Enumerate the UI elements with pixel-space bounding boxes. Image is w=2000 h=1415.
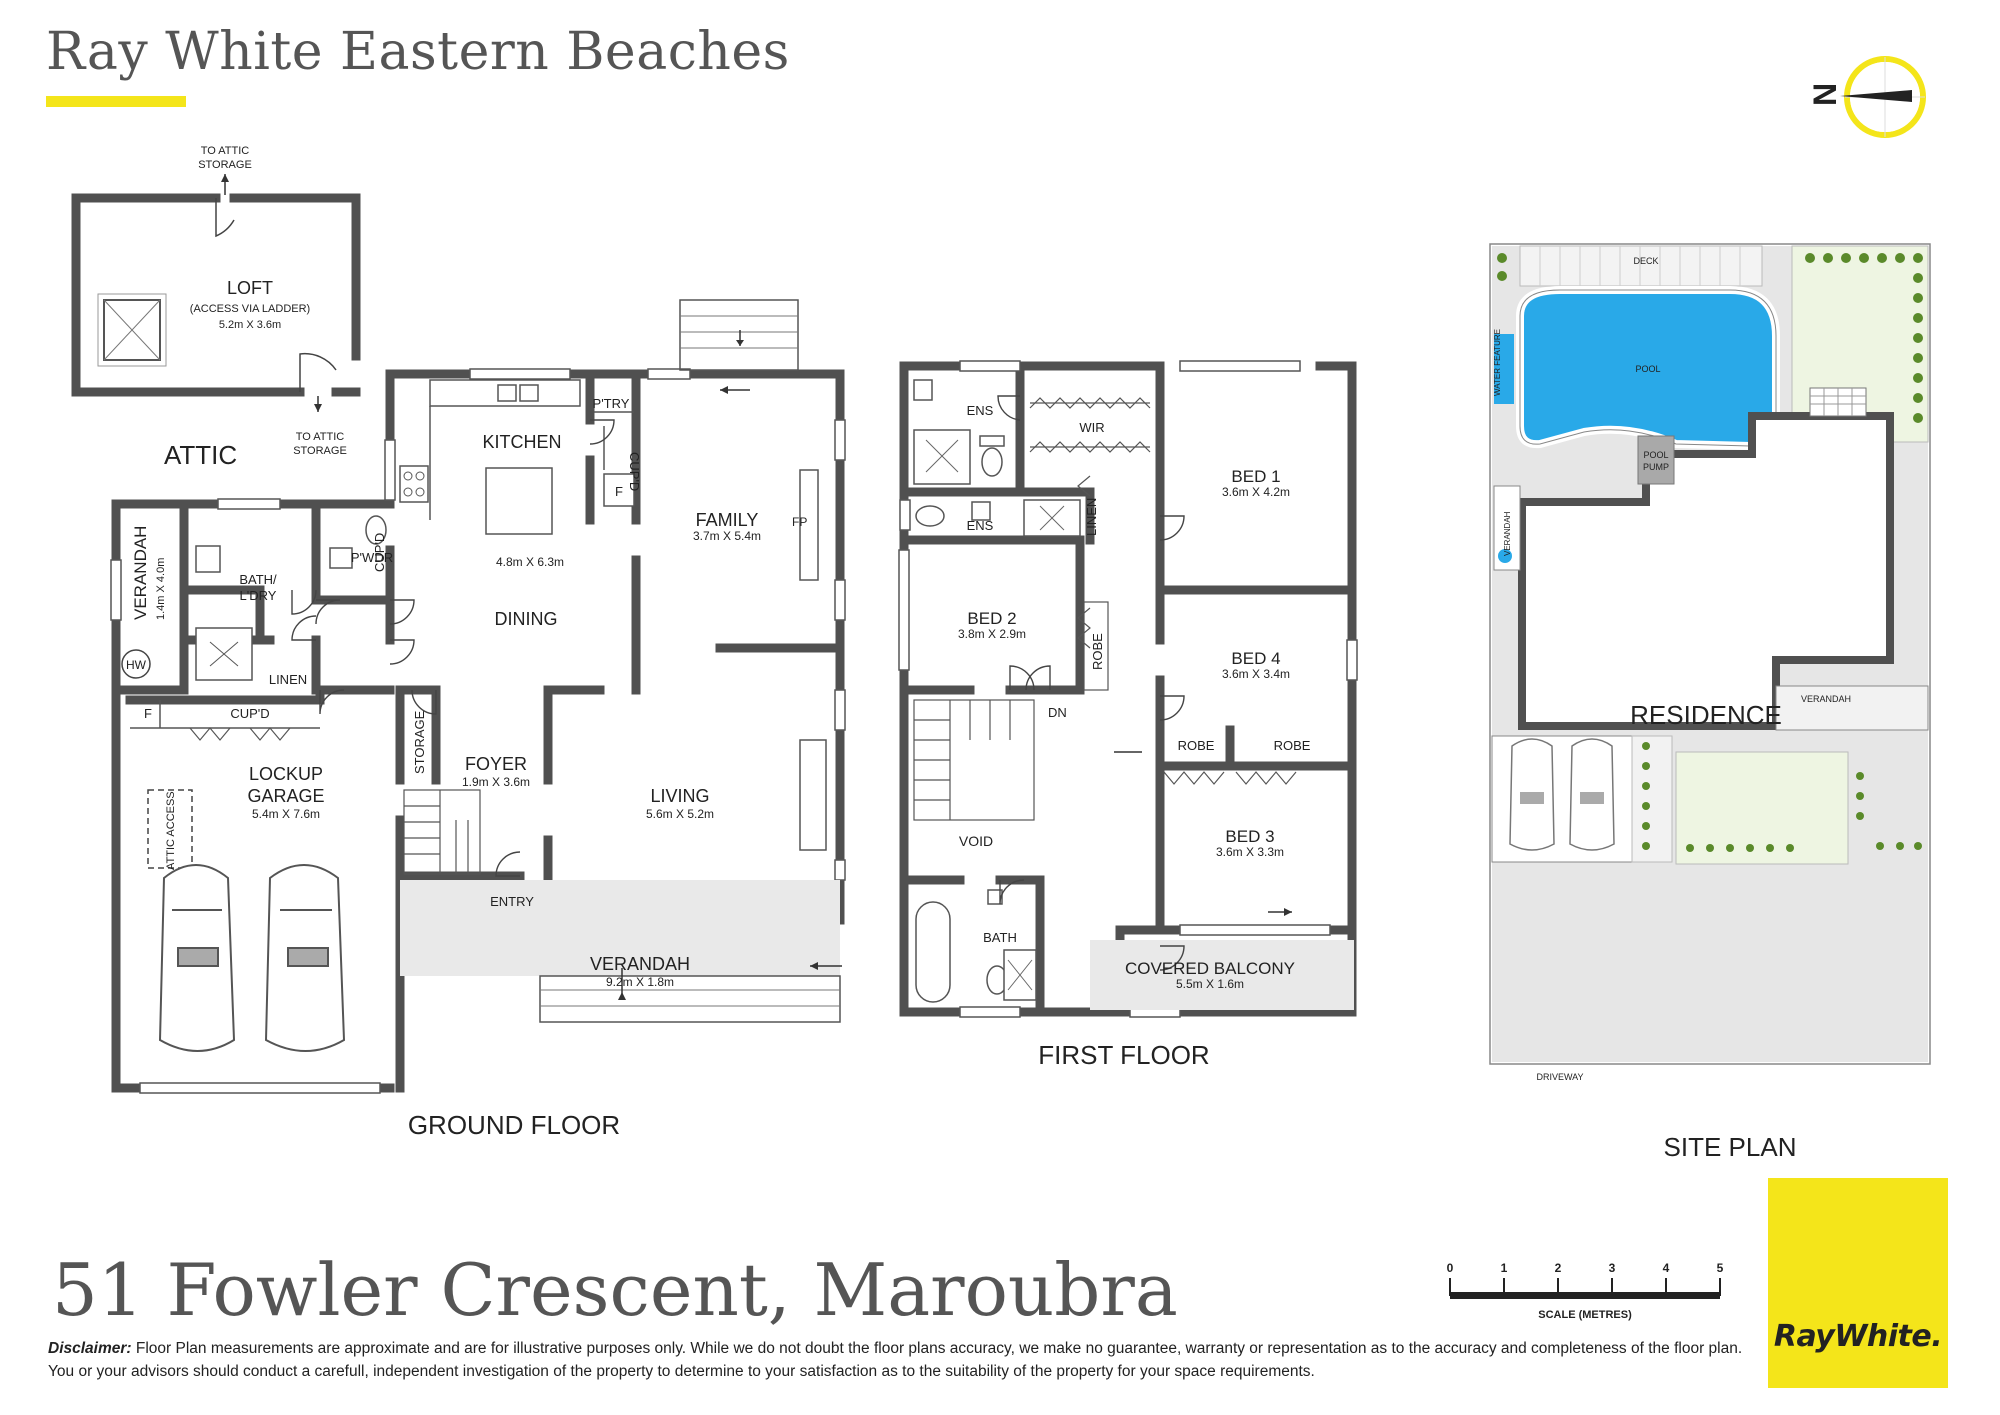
garage-label-1: LOCKUP <box>249 764 323 784</box>
ground-floor-plan: LOFT (ACCESS VIA LADDER) 5.2m X 3.6m TO … <box>71 145 846 1140</box>
compass-letter: N <box>1807 83 1843 106</box>
ens1-label: ENS <box>967 403 994 418</box>
storage-label: STORAGE <box>412 710 427 774</box>
family-label: FAMILY <box>696 510 759 530</box>
attic-access-label: ATTIC ACCESS <box>165 791 177 870</box>
balcony-label: COVERED BALCONY <box>1125 959 1295 978</box>
bed4-dims: 3.6m X 3.4m <box>1222 667 1290 681</box>
bed1-dims: 3.6m X 4.2m <box>1222 485 1290 499</box>
brand-underline <box>46 96 186 107</box>
car-left-icon <box>158 864 236 1052</box>
first-floor-plan: ENS WIR ENS LINEN BED 1 3.6m X 4.2m BED … <box>898 360 1358 1070</box>
bed3-dims: 3.6m X 3.3m <box>1216 845 1284 859</box>
verandah-side-dims: 1.4m X 4.0m <box>155 558 167 620</box>
attic-storage-side-1: TO ATTIC <box>296 431 345 443</box>
balcony-dims: 5.5m X 1.6m <box>1176 977 1244 991</box>
deck-label: DECK <box>1633 256 1658 266</box>
site-verandah-side-label: VERANDAH <box>1503 511 1512 556</box>
living-label: LIVING <box>650 786 709 806</box>
garage-label-2: GARAGE <box>247 786 324 806</box>
ray-white-logo: RayWhite. <box>1768 1178 1948 1388</box>
robe-a-label: ROBE <box>1178 738 1215 753</box>
garage-fridge-label: F <box>144 706 152 721</box>
kitchen-island <box>485 467 553 535</box>
loft-dims: 5.2m X 3.6m <box>219 319 281 331</box>
linen-label: LINEN <box>269 672 307 687</box>
pool-label: POOL <box>1635 364 1660 374</box>
scale-tick-5: 5 <box>1717 1261 1724 1275</box>
bed1-label: BED 1 <box>1231 467 1280 486</box>
scale-bar: 0 1 2 3 4 5 SCALE (METRES) <box>1447 1261 1724 1321</box>
north-compass-icon: N <box>1807 56 1926 138</box>
powder-label: P'WDR <box>351 550 393 565</box>
attic-storage-side-2: STORAGE <box>293 445 347 457</box>
scale-tick-1: 1 <box>1501 1261 1508 1275</box>
bed3-label: BED 3 <box>1225 827 1274 846</box>
site-verandah-front-label: VERANDAH <box>1801 694 1851 704</box>
verandah-front-label: VERANDAH <box>590 954 690 974</box>
scale-tick-3: 3 <box>1609 1261 1616 1275</box>
void-label: VOID <box>959 833 993 849</box>
dn-label: DN <box>1048 705 1067 720</box>
pantry-label: P'TRY <box>593 396 630 411</box>
pool-pump-label-1: POOL <box>1643 450 1668 460</box>
property-address: 51 Fowler Crescent, Maroubra <box>52 1248 1178 1332</box>
linen-first-label: LINEN <box>1084 498 1099 536</box>
bed2-dims: 3.8m X 2.9m <box>958 627 1026 641</box>
bed4-label: BED 4 <box>1231 649 1280 668</box>
family-dims: 3.7m X 5.4m <box>693 529 761 543</box>
loft-hatch <box>97 293 167 367</box>
ray-white-logo-text: RayWhite. <box>1773 1319 1943 1354</box>
verandah-front-dims: 9.2m X 1.8m <box>606 975 674 989</box>
kitchen-dims: 4.8m X 6.3m <box>496 555 564 569</box>
kitchen-label: KITCHEN <box>482 432 561 452</box>
loft-note: (ACCESS VIA LADDER) <box>190 303 310 315</box>
cupd-hall-label: CUP'D <box>372 533 387 572</box>
robe-bed2-label: ROBE <box>1090 633 1105 670</box>
foyer-label: FOYER <box>465 754 527 774</box>
disclaimer-text: Floor Plan measurements are approximate … <box>48 1340 1743 1380</box>
fireplace-label: FP <box>792 515 807 529</box>
scale-tick-4: 4 <box>1663 1261 1670 1275</box>
site-plan-title: SITE PLAN <box>1664 1132 1797 1162</box>
fridge-label: F <box>615 484 623 499</box>
driveway-label: DRIVEWAY <box>1536 1072 1583 1082</box>
attic-title: ATTIC <box>164 440 237 470</box>
pool-pump-label-2: PUMP <box>1643 462 1669 472</box>
garage-dims: 5.4m X 7.6m <box>252 807 320 821</box>
wir-label: WIR <box>1079 420 1104 435</box>
dining-label: DINING <box>495 609 558 629</box>
verandah-side-label: VERANDAH <box>131 526 150 620</box>
attic-storage-top-1: TO ATTIC <box>201 145 250 157</box>
robe-b-label: ROBE <box>1274 738 1311 753</box>
garage-cupd-label: CUP'D <box>230 706 269 721</box>
cupd-kitchen-label: CUP'D <box>627 452 642 491</box>
first-floor-title: FIRST FLOOR <box>1038 1040 1209 1070</box>
foyer-dims: 1.9m X 3.6m <box>462 775 530 789</box>
bath-first-label: BATH <box>983 930 1017 945</box>
ens2-label: ENS <box>967 518 994 533</box>
scale-tick-0: 0 <box>1447 1261 1454 1275</box>
disclaimer-label: Disclaimer: <box>48 1340 132 1357</box>
residence-label: RESIDENCE <box>1630 700 1782 730</box>
scale-tick-2: 2 <box>1555 1261 1562 1275</box>
living-dims: 5.6m X 5.2m <box>646 807 714 821</box>
bath-laundry-label-1: BATH/ <box>239 572 277 587</box>
attic-storage-top-2: STORAGE <box>198 159 252 171</box>
water-feature-label: WATER FEATURE <box>1493 329 1502 396</box>
disclaimer: Disclaimer: Floor Plan measurements are … <box>48 1337 1748 1383</box>
brand-title: Ray White Eastern Beaches <box>46 22 790 82</box>
hot-water-label: HW <box>126 658 147 672</box>
entry-label: ENTRY <box>490 894 534 909</box>
loft-label: LOFT <box>227 278 273 298</box>
ground-floor-title: GROUND FLOOR <box>408 1110 620 1140</box>
scale-label: SCALE (METRES) <box>1538 1309 1632 1321</box>
car-right-icon <box>264 864 346 1052</box>
site-plan: DECK POOL WATER FEATURE POOL PUMP VERAND… <box>1489 243 1931 1162</box>
bed2-label: BED 2 <box>967 609 1016 628</box>
bath-laundry-label-2: L'DRY <box>240 588 277 603</box>
